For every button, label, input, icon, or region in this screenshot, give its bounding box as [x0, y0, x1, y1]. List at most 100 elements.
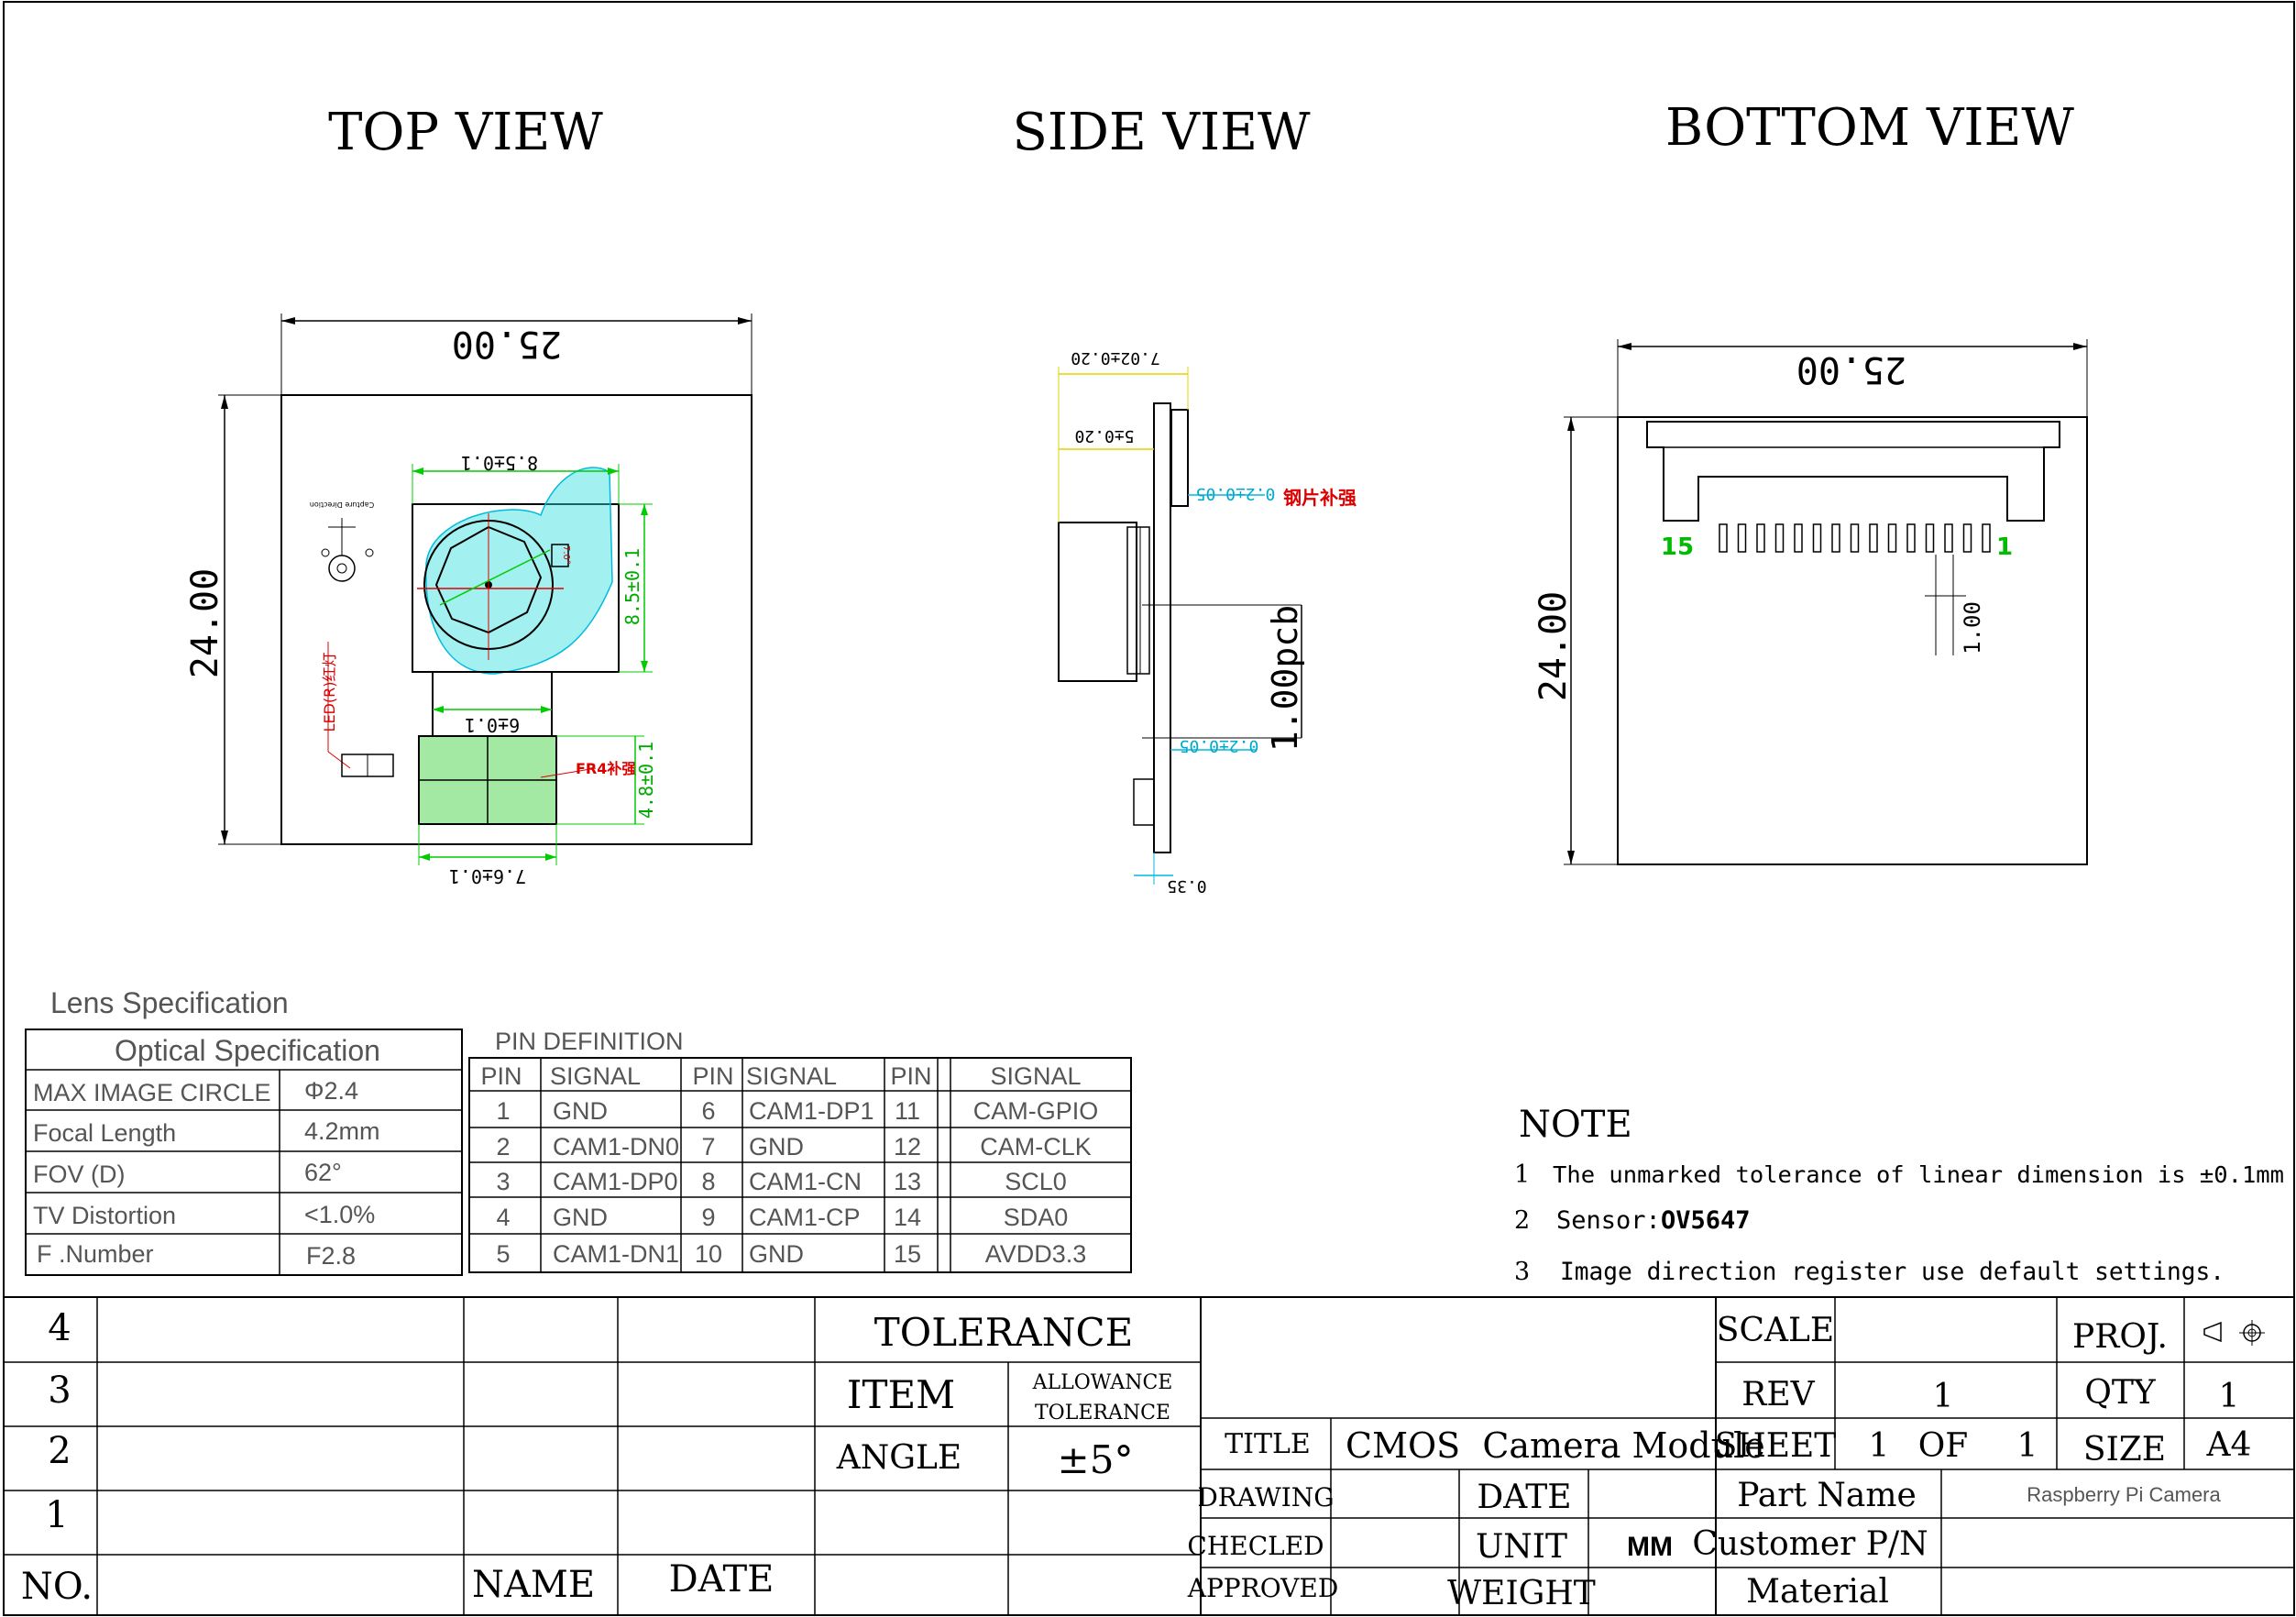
pin-number-cell: 3 [496, 1168, 510, 1195]
fr4-thickness-dim: 0.2±0.05 [1180, 736, 1259, 755]
side-view-title: SIDE VIEW [1012, 103, 1311, 162]
qty-value: 1 [2219, 1378, 2240, 1415]
connector-pin [1962, 523, 1972, 553]
fr4-label: FR4补强 [576, 760, 636, 777]
projection-symbol-icon [2203, 1320, 2265, 1346]
pin-number-cell: 12 [894, 1133, 921, 1160]
connector-pin [1794, 523, 1803, 553]
pin-def-header: SIGNAL [746, 1062, 837, 1090]
connector-pin [1774, 523, 1785, 553]
revision-date-label: DATE [669, 1558, 774, 1600]
fr4-height-dim: 4.8±0.1 [635, 742, 657, 819]
top-view-width-dim: 25.00 [452, 323, 562, 365]
connector-pin [1737, 523, 1747, 553]
pin-def-header: SIGNAL [550, 1062, 641, 1090]
pcb-thickness-label: 1.00pcb [1265, 605, 1305, 752]
pin-def-header: PIN [692, 1062, 733, 1090]
side-connector [1133, 778, 1155, 826]
note-number: 3 [1514, 1258, 1530, 1286]
side-view: 1.00pcb 7.02±0.20 5±0.20 0.2±0.05 钢片补强 0… [1058, 348, 1357, 896]
drawing-label: DRAWING [1197, 1482, 1334, 1512]
lens-spec-header: Optical Specification [115, 1034, 380, 1067]
connector-pin-first-label: 15 [1661, 534, 1694, 561]
note-number: 1 [1514, 1160, 1530, 1189]
pin-signal-cell: CAM-CLK [980, 1133, 1092, 1160]
connector-pin [1925, 523, 1935, 553]
pin-number-cell: 15 [894, 1240, 921, 1268]
title-block: 4 3 2 1 NO. NAME DATE TOLERANCE ITEM ALL… [4, 1296, 2294, 1615]
pin-signal-cell: CAM1-CN [749, 1168, 862, 1195]
pin-signal-cell: CAM1-DP1 [749, 1097, 874, 1125]
lens-angle-label: 7.0° [561, 545, 571, 565]
revision-row-number: 3 [48, 1370, 71, 1412]
sheet-total: 1 [2017, 1427, 2038, 1465]
connector-pin [1831, 523, 1840, 553]
bottom-view-width-dim: 25.00 [1796, 348, 1906, 390]
part-name-label: Part Name [1737, 1477, 1917, 1514]
pin-number-cell: 9 [701, 1204, 715, 1231]
fpc-connector [1646, 421, 2060, 522]
scale-label: SCALE [1717, 1312, 1834, 1349]
top-view-title: TOP VIEW [328, 103, 603, 162]
note-text: Sensor: [1556, 1206, 1661, 1235]
revision-row-number: 1 [45, 1494, 68, 1536]
bottom-thickness-dim: 0.35 [1167, 876, 1206, 896]
pin-signal-cell: GND [553, 1204, 608, 1231]
pin-number-cell: 11 [895, 1097, 920, 1125]
checked-label: CHECLED [1187, 1531, 1324, 1561]
lens-spec-row-value: Φ2.4 [304, 1077, 358, 1105]
date-field-label: DATE [1477, 1479, 1571, 1516]
note-text: Image direction register use default set… [1560, 1258, 2225, 1286]
bottom-view-height-dim: 24.00 [1532, 591, 1575, 701]
pin-signal-cell: GND [749, 1133, 804, 1160]
pin-signal-cell: AVDD3.3 [985, 1240, 1087, 1268]
notes-heading: NOTE [1519, 1104, 1632, 1146]
lens-spec-row-value: 4.2mm [304, 1117, 380, 1145]
lens-block [1058, 522, 1137, 682]
connector-pin [1906, 523, 1916, 553]
pin-def-header: SIGNAL [990, 1062, 1081, 1090]
connector-pin [1944, 523, 1953, 553]
lens-spec-row-value: <1.0% [304, 1201, 375, 1228]
pin-signal-cell: GND [553, 1097, 608, 1125]
connector-pin [1850, 523, 1860, 553]
pin-def-header: PIN [480, 1062, 522, 1090]
notes-block: NOTE 1 The unmarked tolerance of linear … [1514, 1104, 2284, 1286]
tolerance-item-label: ITEM [847, 1372, 955, 1417]
sheet-of-label: OF [1918, 1427, 1969, 1465]
rev-label: REV [1741, 1376, 1815, 1414]
approved-label: APPROVED [1187, 1573, 1339, 1603]
unit-label: UNIT [1476, 1528, 1567, 1566]
connector-pin-row [1719, 523, 1991, 553]
steel-stiffener-label: 钢片补强 [1283, 487, 1357, 509]
revision-no-label: NO. [21, 1566, 93, 1608]
pin-number-cell: 14 [894, 1204, 921, 1231]
side-lens-height-dim: 5±0.20 [1074, 426, 1134, 446]
title-label: TITLE [1225, 1428, 1311, 1460]
qty-label: QTY [2084, 1374, 2157, 1412]
pin-number-cell: 13 [894, 1168, 921, 1195]
lens-spec-row-value: F2.8 [306, 1242, 356, 1270]
lens-spec-row-label: TV Distortion [33, 1202, 176, 1229]
top-view: 25.00 24.00 7.0° 8.5±0.1 8.5±0.1 [184, 314, 753, 887]
lens-spec-row-value: 62° [304, 1159, 342, 1186]
pin-number-cell: 2 [496, 1133, 510, 1160]
fr4-width-dim: 7.6±0.1 [449, 865, 526, 887]
size-label: SIZE [2083, 1431, 2166, 1468]
title-value: CMOS Camera Module [1346, 1425, 1765, 1466]
pin-number-cell: 1 [496, 1097, 510, 1125]
revision-row-number: 4 [48, 1307, 71, 1349]
note-text: The unmarked tolerance of linear dimensi… [1553, 1161, 2284, 1188]
note-number: 2 [1514, 1206, 1530, 1235]
connector-pin-last-label: 1 [1996, 534, 2013, 561]
revision-row-number: 2 [48, 1430, 71, 1472]
sheet-label: SHEET [1715, 1427, 1837, 1465]
led-label: LED(R)红灯 [321, 653, 338, 732]
steel-stiffener [1170, 409, 1189, 507]
lens-height-dim: 8.5±0.1 [621, 548, 643, 625]
tolerance-allowance-line1: ALLOWANCE [1032, 1371, 1173, 1394]
size-value: A4 [2206, 1426, 2252, 1464]
steel-thickness-dim: 0.2±0.05 [1196, 484, 1276, 503]
